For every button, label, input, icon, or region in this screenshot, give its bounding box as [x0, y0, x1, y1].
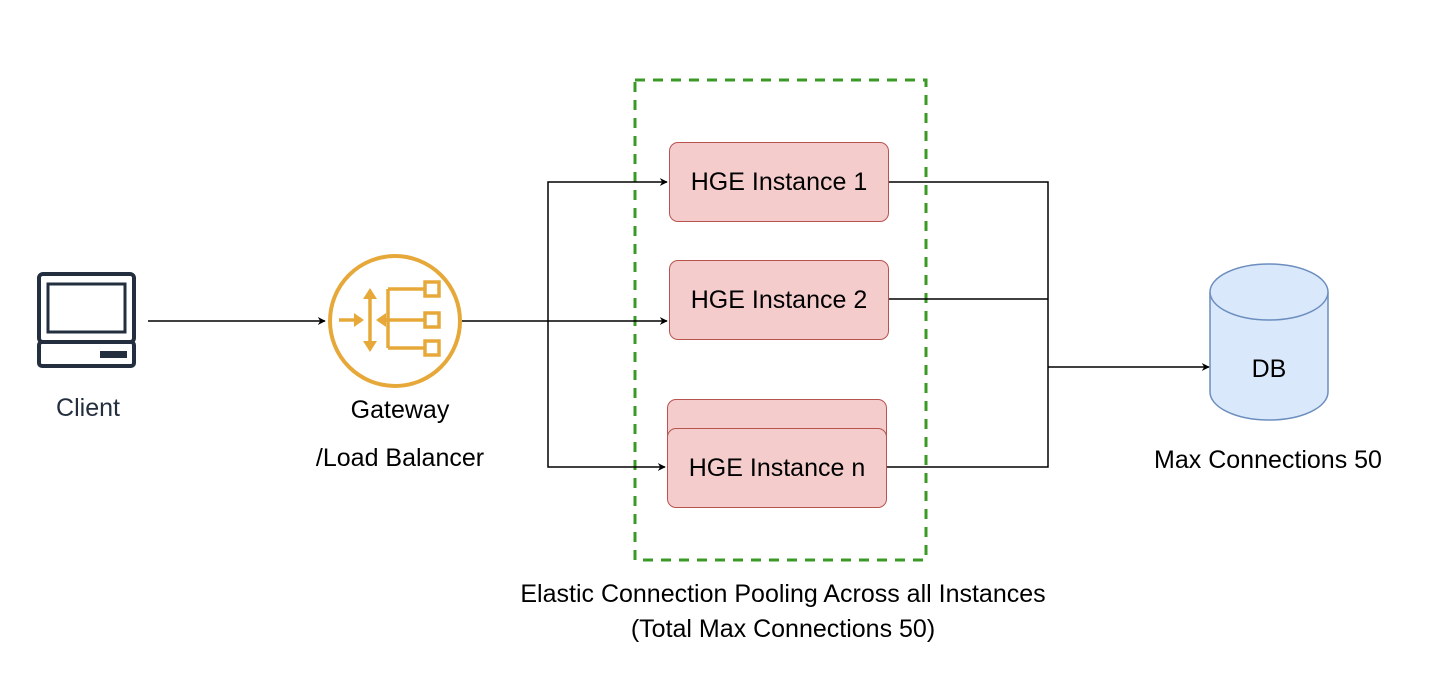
db-label: DB [1251, 355, 1287, 383]
hge-instance-1-label: HGE Instance 1 [690, 167, 868, 196]
db-max-connections-label: Max Connections 50 [1154, 446, 1382, 474]
elastic-pool-container [633, 78, 928, 562]
load-balancer-icon[interactable] [328, 254, 462, 388]
pool-caption-total: (Total Max Connections 50) [630, 615, 936, 643]
gateway-label: Gateway [350, 396, 450, 424]
connector-gateway-to-instances [462, 178, 668, 471]
hge-instance-2-label: HGE Instance 2 [690, 285, 868, 314]
database-cylinder-icon[interactable] [1209, 263, 1329, 421]
hge-instance-2[interactable]: HGE Instance 2 [669, 260, 889, 340]
pool-caption: Elastic Connection Pooling Across all In… [520, 580, 1046, 608]
client-label: Client [56, 394, 120, 422]
connector-instances-to-db [887, 181, 1210, 468]
hge-instance-1[interactable]: HGE Instance 1 [669, 142, 889, 222]
load-balancer-label: /Load Balancer [315, 444, 485, 472]
desktop-computer-icon[interactable] [37, 272, 136, 368]
hge-instance-n[interactable]: HGE Instance n [667, 428, 887, 508]
hge-instance-n-label: HGE Instance n [688, 453, 866, 482]
